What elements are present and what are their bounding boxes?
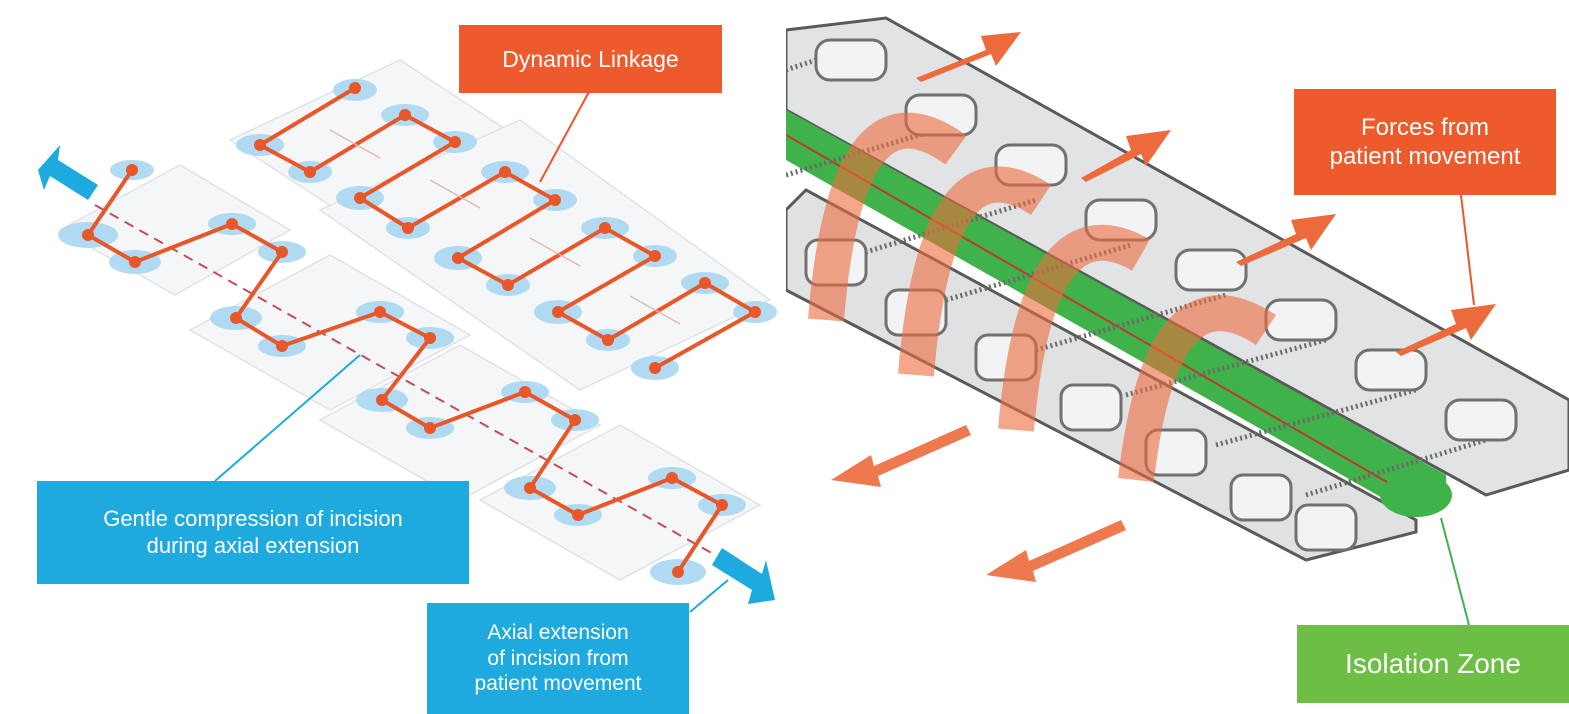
linkage-rungs — [329, 129, 681, 325]
dynamic-linkage-lines — [258, 86, 757, 370]
axial-extension-line-1: Axial extension — [487, 621, 629, 645]
axial-extension-line-2: of incision from — [487, 646, 629, 670]
forces-line-1: Forces from — [1360, 113, 1489, 141]
dynamic-linkage-leader — [539, 89, 591, 183]
right-diagram-panel: Forces from patient movement Isolation Z… — [786, 0, 1569, 714]
forces-label: Forces from patient movement — [1294, 89, 1556, 195]
left-diagram-panel: Dynamic Linkage Gentle compression of in… — [0, 0, 783, 714]
forces-line-2: patient movement — [1329, 143, 1521, 170]
linkage-diagram — [38, 59, 777, 613]
linkage-nodes — [82, 82, 761, 578]
isolation-zone-label: Isolation Zone — [1297, 625, 1569, 703]
dynamic-linkage-text: Dynamic Linkage — [502, 45, 679, 72]
device-strip-diagram — [786, 16, 1569, 626]
isolation-zone-ellipse — [1380, 473, 1452, 517]
isolation-zone-text: Isolation Zone — [1345, 647, 1521, 679]
gentle-compression-leader — [214, 354, 361, 482]
axial-extension-leader — [689, 579, 729, 613]
gentle-compression-line-2: during axial extension — [146, 532, 360, 558]
arrow-up-left-icon — [38, 145, 98, 200]
dynamic-linkage-label: Dynamic Linkage — [459, 25, 722, 93]
force-arrows — [916, 32, 1496, 356]
arrow-down-right-icon — [712, 548, 775, 604]
force-arrows-lower-left — [831, 425, 1126, 582]
incision-red-line — [786, 134, 1419, 501]
gentle-compression-line-1: Gentle compression of incision — [103, 505, 403, 531]
isolation-zone-leader — [1440, 517, 1470, 626]
force-arcs — [808, 112, 1276, 483]
zigzag-linkage — [86, 168, 724, 574]
gentle-compression-label: Gentle compression of incision during ax… — [37, 481, 469, 584]
forces-leader — [1460, 194, 1475, 306]
axial-extension-line-3: patient movement — [474, 672, 642, 696]
axial-extension-label: Axial extension of incision from patient… — [427, 603, 689, 714]
